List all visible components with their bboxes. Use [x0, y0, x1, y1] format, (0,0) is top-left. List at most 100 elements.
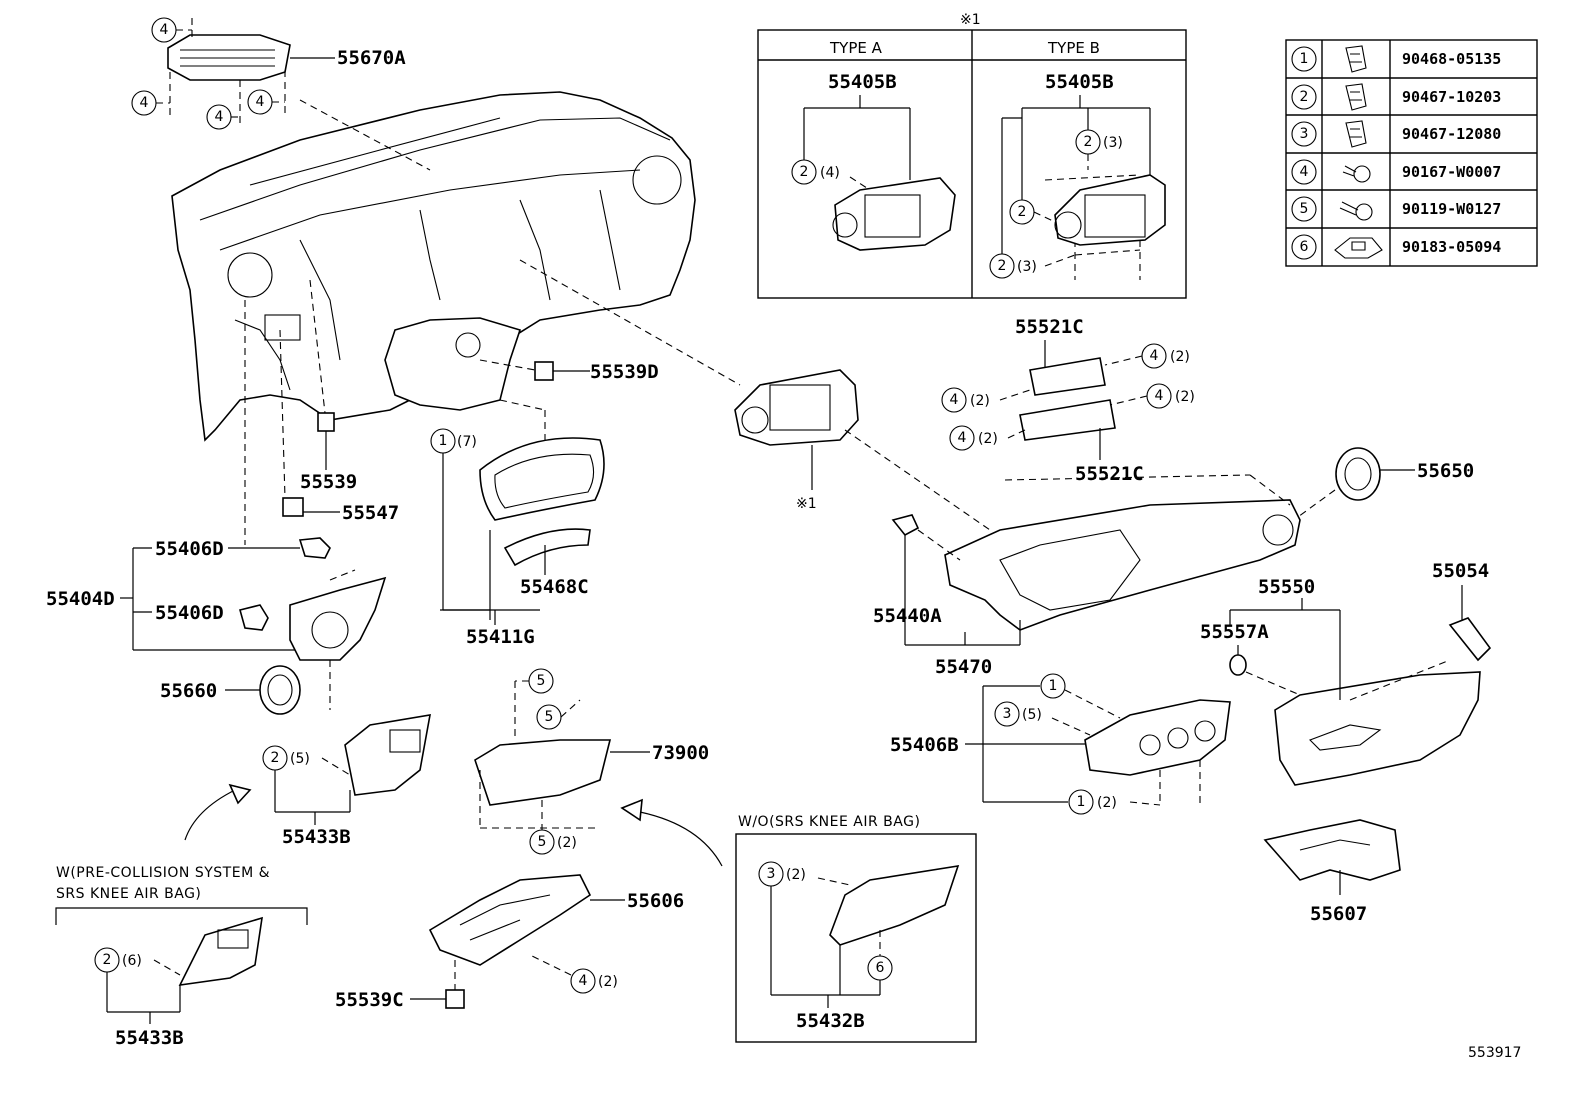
svg-text:1: 1 [1300, 51, 1309, 67]
svg-text:3: 3 [1300, 126, 1309, 142]
part-55404D-label: 55404D [46, 588, 115, 610]
svg-text:5: 5 [545, 709, 554, 725]
svg-text:5: 5 [537, 673, 546, 689]
switch-panel-55406B-drawing [1084, 699, 1231, 776]
part-55539-label: 55539 [300, 471, 357, 493]
part-55670A-label: 55670A [337, 47, 406, 69]
part-55054-label: 55054 [1432, 560, 1489, 582]
svg-text:(4): (4) [820, 165, 840, 181]
svg-text:(3): (3) [1017, 259, 1037, 275]
svg-text:4: 4 [958, 430, 967, 446]
part-55660-label: 55660 [160, 680, 217, 702]
part-55550-label: 55550 [1258, 576, 1315, 598]
part-55433B-lower-label: 55433B [115, 1027, 184, 1049]
dashboard-panel-drawing [171, 91, 696, 442]
svg-text:1: 1 [439, 433, 448, 449]
note-w-pre-collision-line2: SRS KNEE AIR BAG) [56, 886, 201, 902]
svg-text:1: 1 [1077, 794, 1086, 810]
fastener-part-number: 90467-12080 [1402, 125, 1501, 143]
part-55557A-label: 55557A [1200, 621, 1269, 643]
part-55539D-label: 55539D [590, 361, 659, 383]
svg-text:4: 4 [1155, 388, 1164, 404]
clip-icon [1345, 45, 1367, 73]
fastener-part-number: 90119-W0127 [1402, 200, 1501, 218]
type-b-header: TYPE B [1047, 39, 1100, 57]
svg-text:(5): (5) [1022, 707, 1042, 723]
note-mark-bottom: ※1 [796, 496, 817, 512]
svg-text:(2): (2) [1097, 795, 1117, 811]
svg-text:(2): (2) [1175, 389, 1195, 405]
svg-text:4: 4 [579, 973, 588, 989]
glove-box-55550-drawing [1274, 671, 1481, 786]
svg-text:2: 2 [1300, 89, 1309, 105]
svg-text:6: 6 [1300, 239, 1309, 255]
svg-text:(2): (2) [1170, 349, 1190, 365]
svg-text:4: 4 [160, 22, 169, 38]
svg-text:(2): (2) [970, 393, 990, 409]
svg-text:(6): (6) [122, 953, 142, 969]
part-55468C-label: 55468C [520, 576, 589, 598]
part-55432B-label: 55432B [796, 1010, 865, 1032]
svg-text:(5): (5) [290, 751, 310, 767]
svg-text:2: 2 [271, 750, 280, 766]
part-55406D-top-label: 55406D [155, 538, 224, 560]
fastener-row: 3 90467-12080 [1291, 120, 1501, 148]
svg-text:6: 6 [876, 960, 885, 976]
fastener-table: 1 90468-05135 2 90467-10203 3 90467-1208… [1285, 39, 1538, 267]
fastener-row: 6 90183-05094 [1291, 234, 1501, 260]
clip-icon [1345, 120, 1367, 148]
svg-text:2: 2 [998, 258, 1007, 274]
diagram-id: 553917 [1468, 1045, 1521, 1061]
clip-icon [1345, 83, 1367, 111]
svg-text:4: 4 [140, 95, 149, 111]
fastener-row: 1 90468-05135 [1291, 45, 1501, 73]
fastener-row: 5 90119-W0127 [1291, 196, 1501, 222]
svg-text:(7): (7) [457, 434, 477, 450]
display-panel-drawing [734, 369, 859, 446]
svg-text:(2): (2) [557, 835, 577, 851]
part-73900-label: 73900 [652, 742, 709, 764]
part-55470-label: 55470 [935, 656, 992, 678]
svg-text:1: 1 [1049, 678, 1058, 694]
part-55606-label: 55606 [627, 890, 684, 912]
note-wo-srs-knee-air-bag: W/O(SRS KNEE AIR BAG) [738, 814, 920, 830]
fastener-part-number: 90468-05135 [1402, 50, 1501, 68]
part-55411G-label: 55411G [466, 626, 535, 648]
note-mark-top: ※1 [960, 12, 981, 28]
svg-text:5: 5 [538, 834, 547, 850]
part-55547-label: 55547 [342, 502, 399, 524]
part-55433B-upper-label: 55433B [282, 826, 351, 848]
svg-text:4: 4 [950, 392, 959, 408]
svg-text:(3): (3) [1103, 135, 1123, 151]
type-a-header: TYPE A [829, 39, 883, 57]
svg-text:4: 4 [256, 94, 265, 110]
svg-text:(2): (2) [978, 431, 998, 447]
svg-text:5: 5 [1300, 201, 1309, 217]
screw-icon [1339, 201, 1373, 221]
part-55607-label: 55607 [1310, 903, 1367, 925]
svg-text:4: 4 [1150, 348, 1159, 364]
part-55539C-label: 55539C [335, 989, 404, 1011]
part-55521C-upper-label: 55521C [1015, 316, 1084, 338]
note-w-pre-collision-line1: W(PRE-COLLISION SYSTEM & [56, 865, 270, 881]
svg-text:3: 3 [1003, 706, 1012, 722]
part-55650-label: 55650 [1417, 460, 1474, 482]
fastener-part-number: 90167-W0007 [1402, 163, 1501, 181]
fastener-row: 4 90167-W0007 [1291, 159, 1501, 185]
fastener-part-number: 90467-10203 [1402, 88, 1501, 106]
svg-text:(2): (2) [598, 974, 618, 990]
svg-text:2: 2 [800, 164, 809, 180]
display-bezel-type-a-drawing [832, 177, 956, 251]
part-55440A-label: 55440A [873, 605, 942, 627]
svg-text:2: 2 [1018, 204, 1027, 220]
fastener-part-number: 90183-05094 [1402, 238, 1501, 256]
part-55405B-type-b-label: 55405B [1045, 71, 1114, 93]
screw-icon [1342, 165, 1371, 183]
svg-text:4: 4 [215, 109, 224, 125]
svg-text:2: 2 [103, 952, 112, 968]
nut-clip-icon [1334, 237, 1383, 259]
svg-text:4: 4 [1300, 164, 1309, 180]
gauge-hood-55411G-drawing [479, 437, 605, 567]
svg-text:3: 3 [767, 866, 776, 882]
